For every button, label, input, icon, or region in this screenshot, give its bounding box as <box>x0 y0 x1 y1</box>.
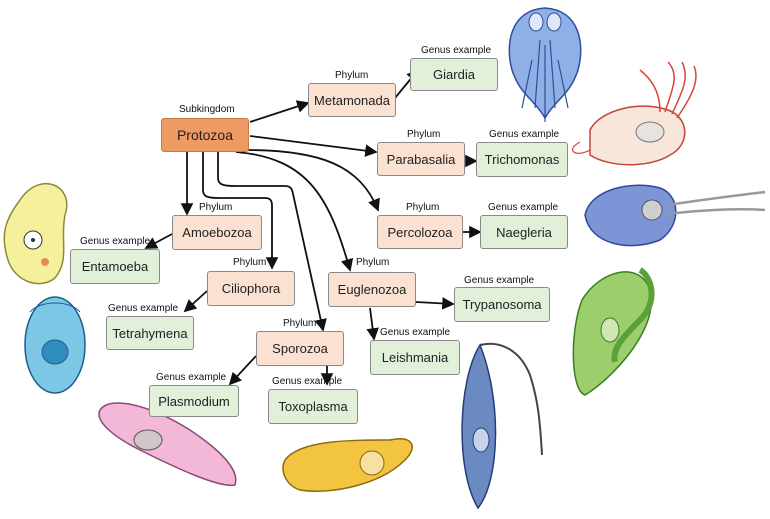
arrow-protozoa-ciliophora <box>202 152 279 270</box>
arrow-sporozoa-plasmodium <box>228 355 257 386</box>
euglenozoa-node: Euglenozoa <box>328 272 416 307</box>
ciliophora-phylum-label: Phylum <box>233 257 267 268</box>
arrow-euglenozoa-trypanosoma <box>415 297 455 310</box>
arrow-protozoa-metamonada <box>249 100 310 123</box>
arrow-protozoa-euglenozoa <box>235 151 354 272</box>
arrow-protozoa-parabasalia <box>249 135 378 157</box>
parabasalia-phylum-label: Phylum <box>407 129 441 140</box>
plasmodium-cell-icon <box>98 402 237 487</box>
trichomonas-node: Trichomonas <box>476 142 568 177</box>
sporozoa-node: Sporozoa <box>256 331 344 366</box>
leishmania-node: Leishmania <box>370 340 460 375</box>
entamoeba-cell-icon <box>3 182 68 285</box>
arrow-ciliophora-tetrahymena <box>183 290 208 313</box>
toxoplasma-cell-icon <box>282 438 413 492</box>
parabasalia-node: Parabasalia <box>377 142 465 176</box>
subkingdom-label: Subkingdom <box>179 104 235 115</box>
naegleria-genus-label: Genus example <box>488 202 559 213</box>
ciliophora-node: Ciliophora <box>207 271 295 306</box>
tetrahymena-node: Tetrahymena <box>106 316 194 350</box>
euglenozoa-phylum-label: Phylum <box>356 257 390 268</box>
arrow-protozoa-percolozoa <box>244 149 380 212</box>
giardia-genus-label: Genus example <box>421 45 492 56</box>
entamoeba-node: Entamoeba <box>70 249 160 284</box>
tetrahymena-cell-icon <box>24 296 86 394</box>
percolozoa-node: Percolozoa <box>377 215 463 249</box>
toxoplasma-genus-label: Genus example <box>272 376 343 387</box>
trypanosoma-genus-label: Genus example <box>464 275 535 286</box>
giardia-cell-icon <box>508 7 582 122</box>
entamoeba-genus-label: Genus example <box>80 236 151 247</box>
toxoplasma-node: Toxoplasma <box>268 389 358 424</box>
trichomonas-genus-label: Genus example <box>489 129 560 140</box>
protozoa-node: Protozoa <box>161 118 249 152</box>
metamonada-phylum-label: Phylum <box>335 70 369 81</box>
arrow-euglenozoa-leishmania <box>366 307 379 341</box>
trypanosoma-cell-icon <box>461 342 543 510</box>
naegleria-cell-icon <box>584 184 766 247</box>
amoebozoa-phylum-label: Phylum <box>199 202 233 213</box>
arrow-protozoa-sporozoa <box>217 152 327 332</box>
euglena-cell-icon <box>572 267 655 396</box>
trichomonas-cell-icon <box>572 61 697 166</box>
sporozoa-phylum-label: Phylum <box>283 318 317 329</box>
arrow-amoebozoa-entamoeba <box>144 233 173 249</box>
metamonada-node: Metamonada <box>308 83 396 117</box>
leishmania-genus-label: Genus example <box>380 327 451 338</box>
trypanosoma-node: Trypanosoma <box>454 287 550 322</box>
plasmodium-genus-label: Genus example <box>156 372 227 383</box>
percolozoa-phylum-label: Phylum <box>406 202 440 213</box>
naegleria-node: Naegleria <box>480 215 568 249</box>
giardia-node: Giardia <box>410 58 498 91</box>
tetrahymena-genus-label: Genus example <box>108 303 179 314</box>
plasmodium-node: Plasmodium <box>149 385 239 417</box>
amoebozoa-node: Amoebozoa <box>172 215 262 250</box>
